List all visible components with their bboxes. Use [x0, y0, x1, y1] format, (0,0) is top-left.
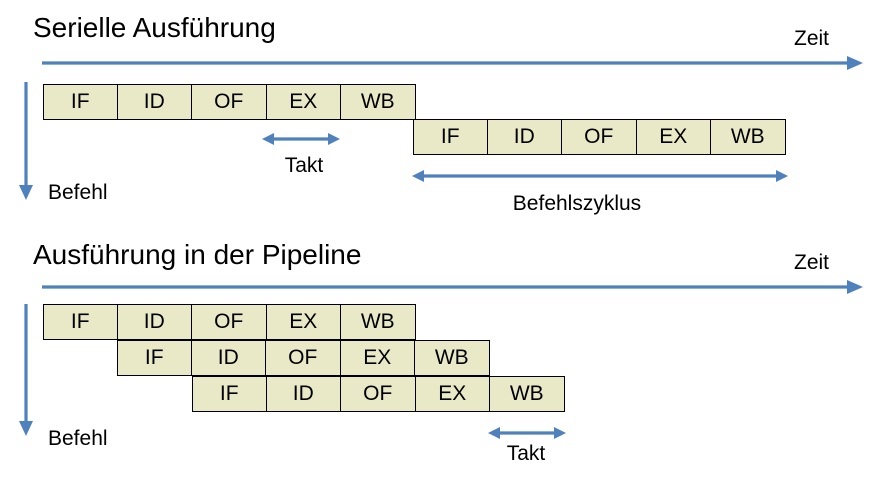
stage-cell: IF — [43, 84, 118, 120]
stage-cell: ID — [266, 376, 341, 412]
stage-cell: ID — [117, 84, 192, 120]
stage-cell: WB — [490, 376, 565, 412]
stage-cell: ID — [191, 340, 266, 376]
pipeline-title: Ausführung in der Pipeline — [33, 239, 362, 270]
stage-cell: IF — [192, 376, 267, 412]
serial-clock-span-arrow-icon — [262, 133, 340, 145]
pipeline-instruction-axis-arrow-icon — [19, 304, 33, 436]
serial-time-label: Zeit — [794, 27, 830, 50]
stage-cell: EX — [340, 340, 415, 376]
stage-cell: IF — [43, 304, 118, 340]
serial-instruction-label: Befehl — [48, 181, 108, 204]
serial-cycle-span-arrow-icon — [412, 170, 788, 182]
stage-cell: ID — [487, 119, 562, 155]
serial-instruction-axis-arrow-icon — [19, 82, 33, 200]
stage-cell: IF — [413, 119, 488, 155]
stage-cell: WB — [415, 340, 490, 376]
stage-cell: WB — [711, 119, 786, 155]
pipeline-instruction-3-row: IF ID OF EX WB — [192, 376, 565, 412]
stage-cell: OF — [341, 376, 416, 412]
pipeline-time-arrow-icon — [42, 280, 863, 294]
stage-cell: EX — [415, 376, 490, 412]
serial-instruction-1-row: IF ID OF EX WB — [43, 84, 416, 120]
serial-clock-label: Takt — [284, 154, 324, 177]
serial-time-arrow-icon — [42, 56, 863, 70]
pipeline-instruction-2-row: IF ID OF EX WB — [117, 340, 490, 376]
stage-cell: EX — [636, 119, 711, 155]
serial-instruction-2-row: IF ID OF EX WB — [413, 119, 786, 155]
stage-cell: IF — [117, 340, 192, 376]
serial-cycle-label: Befehlszyklus — [512, 192, 642, 215]
pipeline-clock-span-arrow-icon — [488, 427, 566, 439]
pipeline-clock-label: Takt — [506, 442, 546, 465]
stage-cell: EX — [266, 304, 341, 340]
stage-cell: WB — [341, 304, 416, 340]
stage-cell: OF — [192, 304, 267, 340]
stage-cell: OF — [192, 84, 267, 120]
stage-cell: OF — [562, 119, 637, 155]
pipeline-time-label: Zeit — [794, 251, 830, 274]
pipeline-instruction-1-row: IF ID OF EX WB — [43, 304, 416, 340]
pipeline-instruction-label: Befehl — [48, 427, 108, 450]
stage-cell: OF — [266, 340, 341, 376]
stage-cell: ID — [117, 304, 192, 340]
stage-cell: WB — [341, 84, 416, 120]
serial-title: Serielle Ausführung — [33, 12, 276, 43]
stage-cell: EX — [266, 84, 341, 120]
